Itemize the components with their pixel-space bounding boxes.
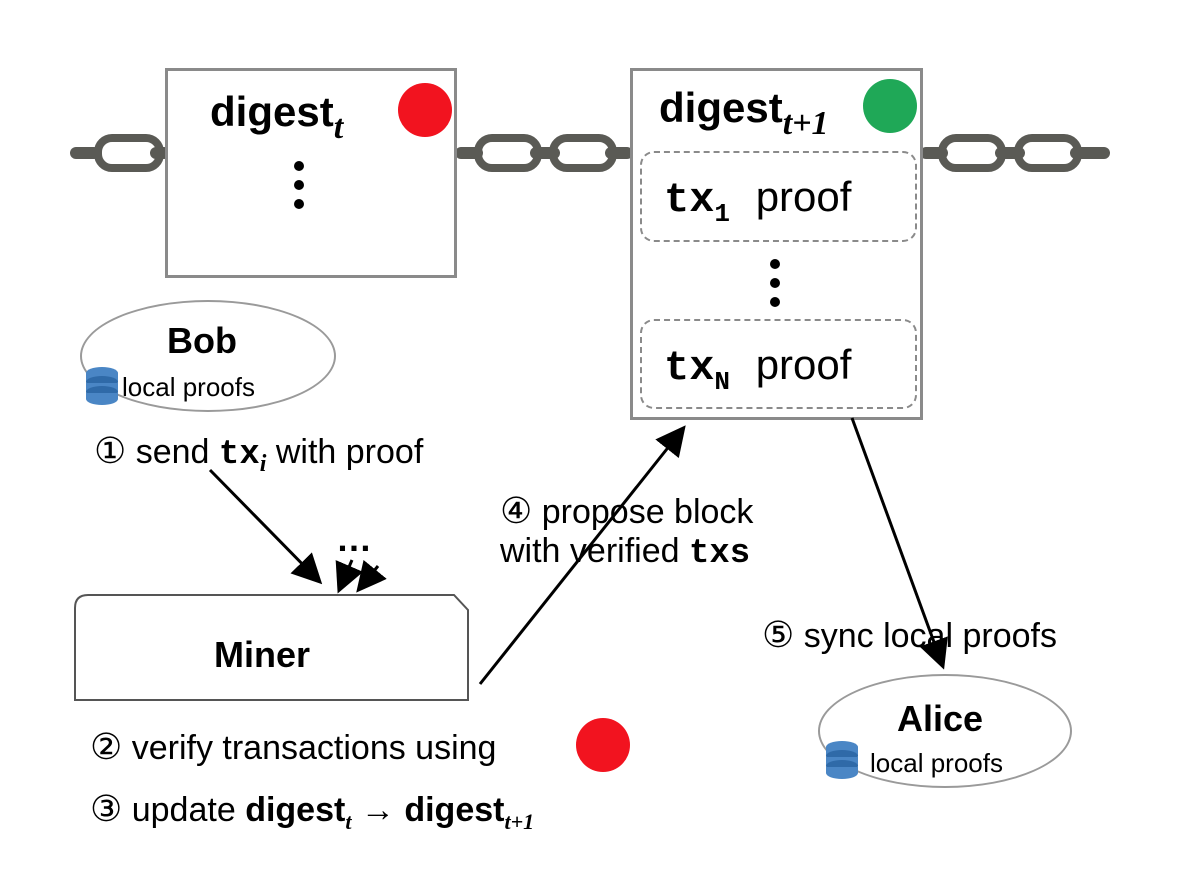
status-red-dot: [576, 718, 630, 772]
chain-left: [70, 134, 170, 172]
step-4-label: ④ propose block with verified txs: [500, 490, 754, 574]
database-icon: [86, 367, 118, 405]
alice-node: Alice local proofs: [818, 674, 1072, 788]
chain-middle: [455, 134, 633, 172]
ellipsis-vertical: [294, 161, 304, 218]
bob-store-label: local proofs: [122, 372, 255, 402]
block-t1-title: digestt+1: [659, 84, 829, 142]
alice-store-label: local proofs: [870, 748, 1003, 778]
tx-row-1: tx1 proof: [640, 151, 917, 242]
tx-row-n: txN proof: [640, 319, 917, 409]
incoming-ellipsis: …: [336, 518, 374, 559]
step-3-label: ③ update digestt → digestt+1: [90, 788, 535, 834]
miner-name: Miner: [214, 634, 311, 675]
tx-row-1-label: tx1 proof: [664, 173, 852, 229]
tx-row-n-label: txN proof: [664, 341, 852, 397]
status-red-dot: [398, 83, 452, 137]
alice-name: Alice: [897, 698, 984, 739]
step-5-label: ⑤ sync local proofs: [762, 614, 1057, 655]
chain-right: [920, 134, 1110, 172]
ellipsis-vertical: [770, 259, 780, 316]
bob-node: Bob local proofs: [80, 300, 336, 412]
bob-name: Bob: [167, 320, 237, 361]
block-t: digestt: [165, 68, 457, 278]
status-green-dot: [863, 79, 917, 133]
database-icon: [826, 741, 858, 779]
step-1-label: ① send txi with proof: [94, 430, 424, 477]
miner-node: [74, 594, 469, 701]
block-t-title: digestt: [210, 88, 344, 146]
block-t-plus-1: digestt+1 tx1 proof txN proof: [630, 68, 923, 420]
step-2-label: ② verify transactions using: [90, 726, 497, 767]
